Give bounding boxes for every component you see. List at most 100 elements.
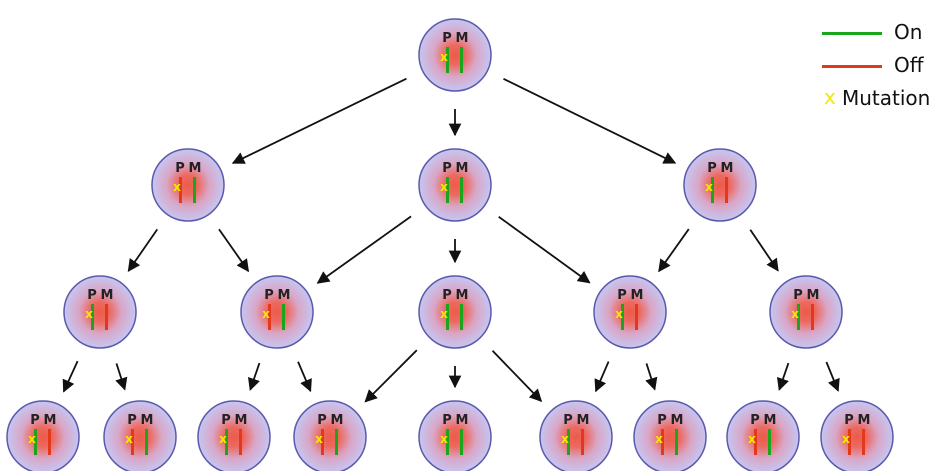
maternal-chromosome bbox=[239, 429, 242, 455]
maternal-label: M bbox=[456, 413, 469, 428]
arrow-g2b-to-g3d bbox=[297, 361, 312, 393]
maternal-chromosome bbox=[862, 429, 865, 455]
cell-body bbox=[633, 400, 707, 471]
arrow-root-to-g1c bbox=[503, 77, 677, 164]
paternal-label: P bbox=[750, 413, 760, 428]
mutation-x-icon: x bbox=[440, 432, 448, 446]
paternal-label: P bbox=[264, 288, 274, 303]
maternal-label: M bbox=[44, 413, 57, 428]
paternal-chromosome bbox=[848, 429, 851, 455]
maternal-label: M bbox=[456, 31, 469, 46]
legend-on-line bbox=[822, 32, 882, 35]
paternal-chromosome bbox=[91, 304, 94, 330]
paternal-label: P bbox=[657, 413, 667, 428]
maternal-chromosome bbox=[193, 177, 196, 203]
mutation-x-icon: x bbox=[262, 307, 270, 321]
maternal-chromosome bbox=[811, 304, 814, 330]
cell-body bbox=[418, 148, 492, 222]
cell-body bbox=[418, 275, 492, 349]
paternal-chromosome bbox=[179, 177, 182, 203]
mutation-x-icon: x bbox=[791, 307, 799, 321]
maternal-label: M bbox=[764, 413, 777, 428]
arrow-g1c-to-g2d bbox=[658, 228, 690, 273]
mutation-x-icon: x bbox=[655, 432, 663, 446]
maternal-chromosome bbox=[768, 429, 771, 455]
arrow-g1a-to-g2a bbox=[127, 228, 158, 272]
maternal-chromosome bbox=[460, 429, 463, 455]
paternal-chromosome bbox=[754, 429, 757, 455]
paternal-label: P bbox=[442, 413, 452, 428]
cell-body bbox=[63, 275, 137, 349]
legend-off-line bbox=[822, 65, 882, 68]
paternal-chromosome bbox=[711, 177, 714, 203]
maternal-chromosome bbox=[460, 47, 463, 73]
maternal-chromosome bbox=[635, 304, 638, 330]
maternal-label: M bbox=[189, 161, 202, 176]
mutation-x-icon: x bbox=[615, 307, 623, 321]
cell-body bbox=[683, 148, 757, 222]
mutation-x-icon: x bbox=[705, 180, 713, 194]
maternal-chromosome bbox=[335, 429, 338, 455]
paternal-chromosome bbox=[321, 429, 324, 455]
paternal-label: P bbox=[442, 288, 452, 303]
maternal-label: M bbox=[456, 288, 469, 303]
arrow-g2e-to-g3h bbox=[776, 362, 790, 391]
maternal-chromosome bbox=[282, 304, 285, 330]
arrow-g2d-to-g3g bbox=[645, 363, 658, 391]
maternal-label: M bbox=[101, 288, 114, 303]
arrow-g2c-to-g3d bbox=[364, 349, 418, 403]
cell-body bbox=[293, 400, 367, 471]
cell-body bbox=[6, 400, 80, 471]
paternal-chromosome bbox=[567, 429, 570, 455]
maternal-chromosome bbox=[145, 429, 148, 455]
paternal-label: P bbox=[175, 161, 185, 176]
arrow-root-to-g1a bbox=[231, 77, 407, 164]
paternal-chromosome bbox=[34, 429, 37, 455]
maternal-chromosome bbox=[48, 429, 51, 455]
maternal-label: M bbox=[721, 161, 734, 176]
paternal-label: P bbox=[563, 413, 573, 428]
paternal-label: P bbox=[707, 161, 717, 176]
maternal-label: M bbox=[141, 413, 154, 428]
maternal-chromosome bbox=[675, 429, 678, 455]
maternal-chromosome bbox=[460, 304, 463, 330]
arrow-g2a-to-g3b bbox=[115, 363, 128, 391]
cell-body bbox=[151, 148, 225, 222]
cell-body bbox=[726, 400, 800, 471]
arrow-g2a-to-g3a bbox=[62, 360, 79, 393]
legend-on-label: On bbox=[894, 20, 923, 44]
mutation-x-icon: x bbox=[125, 432, 133, 446]
maternal-chromosome bbox=[460, 177, 463, 203]
paternal-chromosome bbox=[621, 304, 624, 330]
paternal-label: P bbox=[87, 288, 97, 303]
cell-body bbox=[418, 400, 492, 471]
maternal-chromosome bbox=[581, 429, 584, 455]
paternal-label: P bbox=[793, 288, 803, 303]
mutation-x-icon: x bbox=[440, 307, 448, 321]
cell-body bbox=[240, 275, 314, 349]
mutation-x-icon: x bbox=[440, 180, 448, 194]
cell-body bbox=[103, 400, 177, 471]
maternal-chromosome bbox=[725, 177, 728, 203]
arrow-g2d-to-g3f bbox=[594, 361, 610, 393]
maternal-label: M bbox=[331, 413, 344, 428]
maternal-label: M bbox=[858, 413, 871, 428]
mutation-x-icon: x bbox=[85, 307, 93, 321]
cell-body bbox=[820, 400, 894, 471]
arrow-g2b-to-g3c bbox=[247, 362, 261, 391]
